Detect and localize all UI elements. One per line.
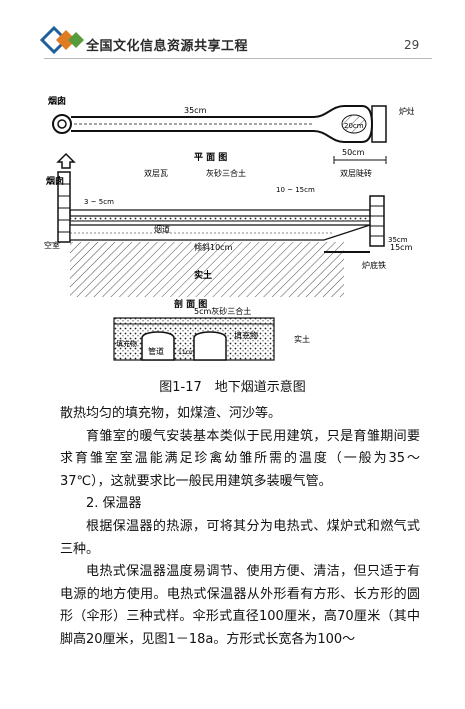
section-chimney-label: 烟囱 — [46, 175, 64, 187]
section-double-tile-label: 双层瓦 — [144, 169, 168, 178]
plan-right-side: 炉灶 — [399, 106, 414, 116]
section-solid-soil-label: 实土 — [194, 269, 212, 281]
section-flue-label: 烟道 — [154, 224, 170, 234]
section-slope-label: 倾斜10cm — [194, 242, 233, 252]
plan-view-title: 平 面 图 — [194, 152, 227, 163]
section-grate-label: 炉底铁 — [362, 260, 386, 270]
cross-section: 5cm灰砂三合土 填充物 填充物 管道 11cm 实土 — [113, 306, 310, 361]
cross-solid-soil-label: 实土 — [294, 334, 310, 344]
section-thickness-label: 3 ~ 5cm — [84, 198, 114, 206]
section-double-brick-label: 双层陡砖 — [340, 168, 372, 178]
paragraph-1: 散热均匀的填充物，如煤渣、河沙等。 — [60, 406, 282, 421]
flue-diagram: 烟囱 35cm 20cm 炉灶 50cm 平 面 图 烟囱 3 ~ 5cm 双层… — [44, 95, 414, 361]
logo-icon — [40, 25, 84, 55]
paragraph-3: 根据保温器的热源，可将其分为电热式、煤炉式和燃气式三种。 — [60, 518, 420, 557]
section-right-dim-label: 15cm — [390, 243, 413, 252]
header-title: 全国文化信息资源共享工程 — [86, 39, 249, 54]
section-pit-label: 空室 — [44, 240, 60, 250]
cross-top-label: 5cm灰砂三合土 — [194, 306, 251, 316]
body-text: 散热均匀的填充物，如煤渣、河沙等。 育雏室的暖气安装基本类似于民用建筑，只是育雏… — [60, 403, 420, 652]
cross-filler-left-label: 填充物 — [116, 339, 137, 348]
section-heading: 2. 保温器 — [86, 496, 142, 512]
cross-dim-label: 11cm — [178, 349, 195, 356]
cross-filler-right-label: 填充物 — [234, 330, 258, 340]
section-layer-label: 10 ~ 15cm — [276, 186, 315, 194]
header-rule — [44, 58, 432, 59]
plan-view: 烟囱 35cm 20cm 炉灶 50cm 平 面 图 — [48, 95, 414, 164]
plan-width-label: 35cm — [184, 106, 207, 115]
figure-caption: 图1-17 地下烟道示意图 — [159, 380, 306, 395]
plan-right-dim: 20cm — [344, 122, 364, 130]
section-lime-soil-label: 灰砂三合土 — [206, 168, 246, 178]
section-view: 烟囱 3 ~ 5cm 双层瓦 灰砂三合土 10 ~ 15cm 双层陡砖 烟道 倾… — [44, 152, 413, 310]
page-header: 全国文化信息资源共享工程 29 — [0, 0, 465, 62]
paragraph-2: 育雏室的暖气安装基本类似于民用建筑，只是育雏期间要求育雏室室温能满足珍禽幼雏所需… — [60, 428, 420, 489]
paragraph-4: 电热式保温器温度易调节、使用方便、清洁，但只适于有电源的地方使用。电热式保温器从… — [60, 564, 420, 647]
section-view-title: 剖 面 图 — [174, 298, 207, 310]
plan-scale-label: 50cm — [342, 148, 365, 157]
cross-flue-label: 管道 — [148, 346, 164, 356]
page-number: 29 — [404, 38, 420, 52]
plan-chimney-label: 烟囱 — [48, 95, 66, 107]
section-height-label: 35cm — [388, 236, 408, 244]
